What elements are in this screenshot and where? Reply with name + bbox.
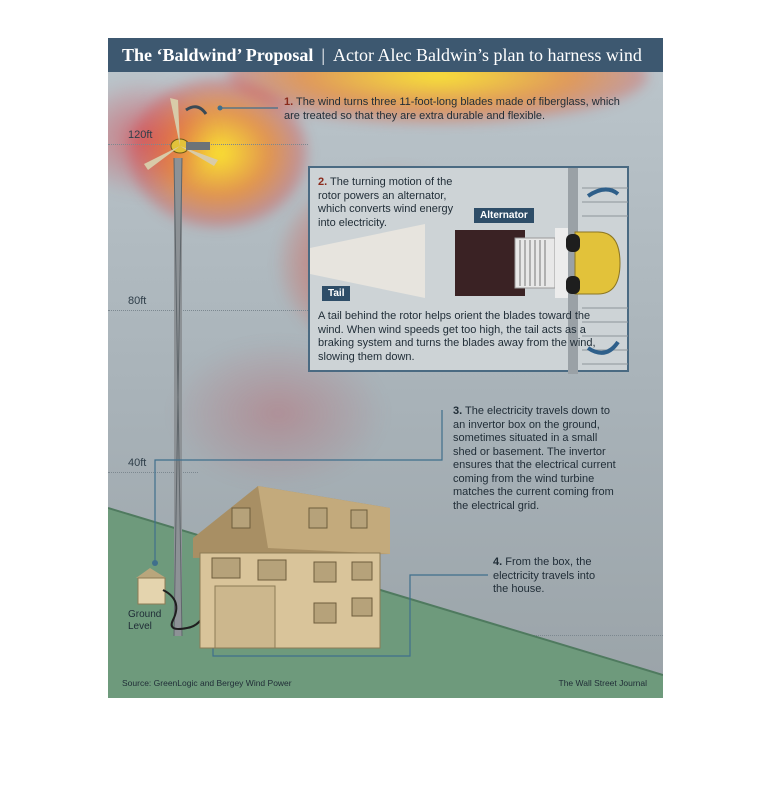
turbine-rotor [144,98,218,170]
rotation-arrow-bottom [586,340,620,355]
rotor-detail-inset: 2. The turning motion of the rotor power… [308,166,629,374]
infographic-panel: The ‘Baldwind’ Proposal | Actor Alec Bal… [108,38,663,698]
step-4-number: 4. [493,556,503,568]
rotor-cross-section [310,168,628,374]
title-separator: | [321,44,325,65]
ground-level-label: Ground Level [128,609,161,633]
altitude-line-40ft [108,472,198,473]
step-1-body: The wind turns three 11-foot-long blades… [284,96,620,122]
step-4-body: From the box, the electricity travels in… [493,556,596,595]
tail-label: Tail [322,286,351,301]
altitude-80ft: 80ft [128,295,147,307]
ground-label-line-1: Ground [128,609,162,620]
scene-illustration [108,98,663,698]
step3-leader [154,410,443,563]
publisher-credit: The Wall Street Journal [558,678,648,688]
title-subtitle: Actor Alec Baldwin’s plan to harness win… [332,44,642,65]
tail-description: A tail behind the rotor helps orient the… [318,310,596,363]
altitude-120ft: 120ft [128,129,153,141]
title-main: The ‘Baldwind’ Proposal [122,44,314,65]
rotation-arrow-top [586,187,620,198]
ground-label-line-2: Level [128,621,152,632]
step-2-number: 2. [318,176,328,188]
step-3-body: The electricity travels down to an inver… [453,405,616,512]
step-2-text: 2. The turning motion of the rotor power… [318,176,468,230]
title-bar: The ‘Baldwind’ Proposal | Actor Alec Bal… [108,38,663,72]
inverter-shed [136,568,166,605]
step-3-text: 3. The electricity travels down to an in… [453,405,623,513]
rotation-arrow [185,105,208,115]
step-4-text: 4. From the box, the electricity travels… [493,556,603,597]
step-1-text: 1. The wind turns three 11-foot-long bla… [284,96,629,123]
altitude-40ft: 40ft [128,457,147,469]
lattice-tower [173,157,183,637]
step-2-body: The turning motion of the rotor powers a… [318,176,454,229]
source-note: Source: GreenLogic and Bergey Wind Power [122,678,292,688]
altitude-line-80ft [108,310,308,311]
step-3-number: 3. [453,405,463,417]
power-cable [162,589,208,630]
house [193,486,390,649]
alternator-label: Alternator [474,208,534,223]
step-1-number: 1. [284,96,294,108]
